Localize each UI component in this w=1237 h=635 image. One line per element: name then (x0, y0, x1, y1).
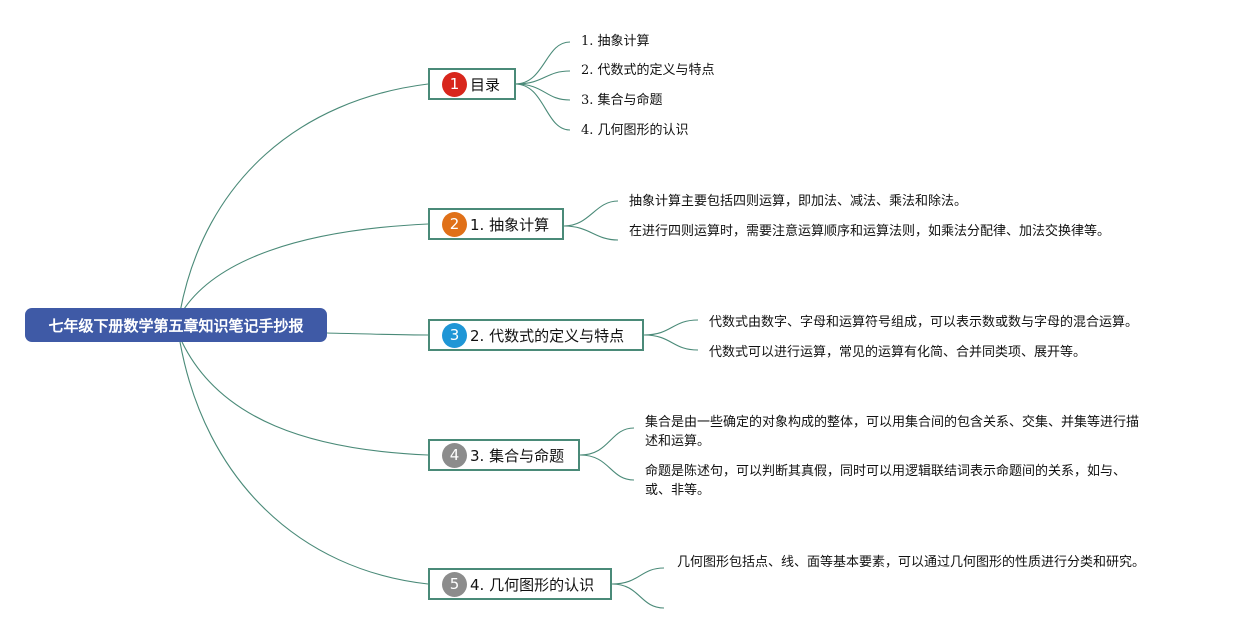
connector-root-topic-3 (326, 332, 429, 336)
number-badge-icon: 5 (442, 571, 467, 597)
connector-root-topic-4 (181, 341, 429, 456)
note-text: 代数式由数字、字母和运算符号组成，可以表示数或数与字母的混合运算。 (709, 315, 1139, 330)
topic-algebraic-expression[interactable]: 3 2. 代数式的定义与特点 (428, 319, 644, 351)
number-badge-icon: 3 (442, 322, 467, 348)
topic-toc[interactable]: 1 目录 (428, 68, 516, 100)
toc-item[interactable]: 2. 代数式的定义与特点 (581, 63, 715, 78)
toc-item[interactable]: 4. 几何图形的认识 (581, 123, 689, 138)
toc-item[interactable]: 1. 抽象计算 (581, 34, 650, 49)
connector-root-topic-2 (181, 223, 429, 313)
note-text: 抽象计算主要包括四则运算，即加法、减法、乘法和除法。 (629, 194, 968, 209)
topic-geometry[interactable]: 5 4. 几何图形的认识 (428, 568, 612, 600)
root-node[interactable]: 七年级下册数学第五章知识笔记手抄报 (25, 308, 327, 342)
note-text: 代数式可以进行运算，常见的运算有化简、合并同类项、展开等。 (709, 345, 1087, 360)
number-badge-icon: 1 (442, 71, 467, 97)
connector-root-topic-5 (179, 341, 429, 585)
connector-root-topic-1 (179, 83, 429, 313)
topic-sets-propositions[interactable]: 4 3. 集合与命题 (428, 439, 580, 471)
note-text: 在进行四则运算时，需要注意运算顺序和运算法则，如乘法分配律、加法交换律等。 (629, 224, 1111, 239)
toc-item[interactable]: 3. 集合与命题 (581, 93, 663, 108)
topic-label: 1. 抽象计算 (470, 215, 550, 234)
topic-label: 2. 代数式的定义与特点 (470, 326, 625, 345)
topic-label: 目录 (470, 75, 501, 94)
note-text: 命题是陈述句，可以判断其真假，同时可以用逻辑联结词表示命题间的关系，如与、或、非… (645, 464, 1127, 498)
note-text: 几何图形包括点、线、面等基本要素，可以通过几何图形的性质进行分类和研究。 (677, 555, 1146, 570)
topic-label: 4. 几何图形的认识 (470, 575, 595, 594)
root-title: 七年级下册数学第五章知识笔记手抄报 (48, 316, 304, 335)
number-badge-icon: 2 (442, 211, 467, 237)
topic-abstract-calc[interactable]: 2 1. 抽象计算 (428, 208, 564, 240)
note-text: 集合是由一些确定的对象构成的整体，可以用集合间的包含关系、交集、并集等进行描述和… (645, 415, 1140, 449)
topic-label: 3. 集合与命题 (470, 446, 565, 465)
number-badge-icon: 4 (442, 442, 467, 468)
